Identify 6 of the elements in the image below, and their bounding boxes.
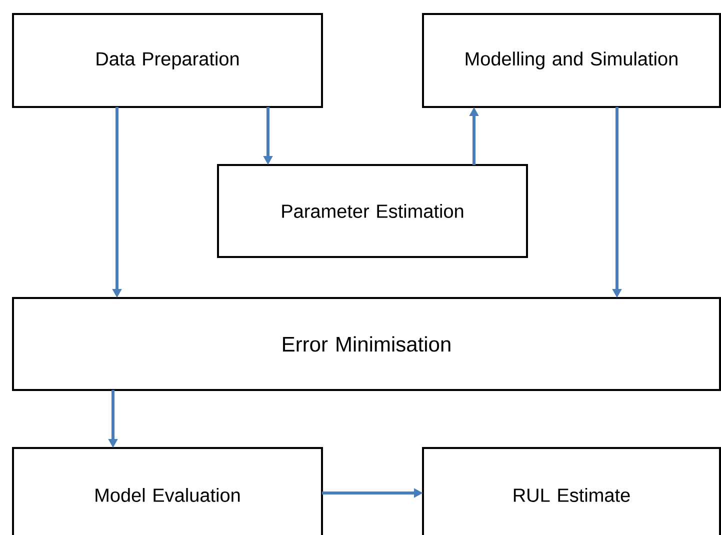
process-box: Error Minimisation	[12, 297, 721, 391]
process-box: Data Preparation	[12, 13, 323, 108]
process-box: Model Evaluation	[12, 446, 323, 535]
process-box: Modelling and Simulation	[422, 13, 721, 108]
process-box: Parameter Estimation	[217, 164, 528, 258]
process-box: RUL Estimate	[422, 446, 721, 535]
